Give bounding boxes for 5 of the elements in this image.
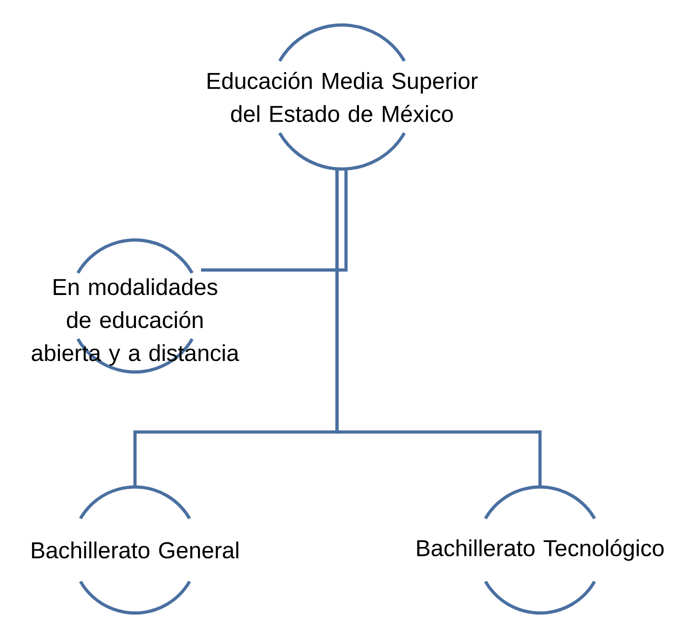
connector-line: [201, 169, 348, 272]
circle-node: Educación Media Superior del Estado de México: [208, 23, 478, 171]
connector-line: [335, 169, 542, 487]
circle-node: Bachillerato General: [32, 485, 238, 615]
circle-node: Bachillerato Tecnológico: [417, 485, 664, 615]
